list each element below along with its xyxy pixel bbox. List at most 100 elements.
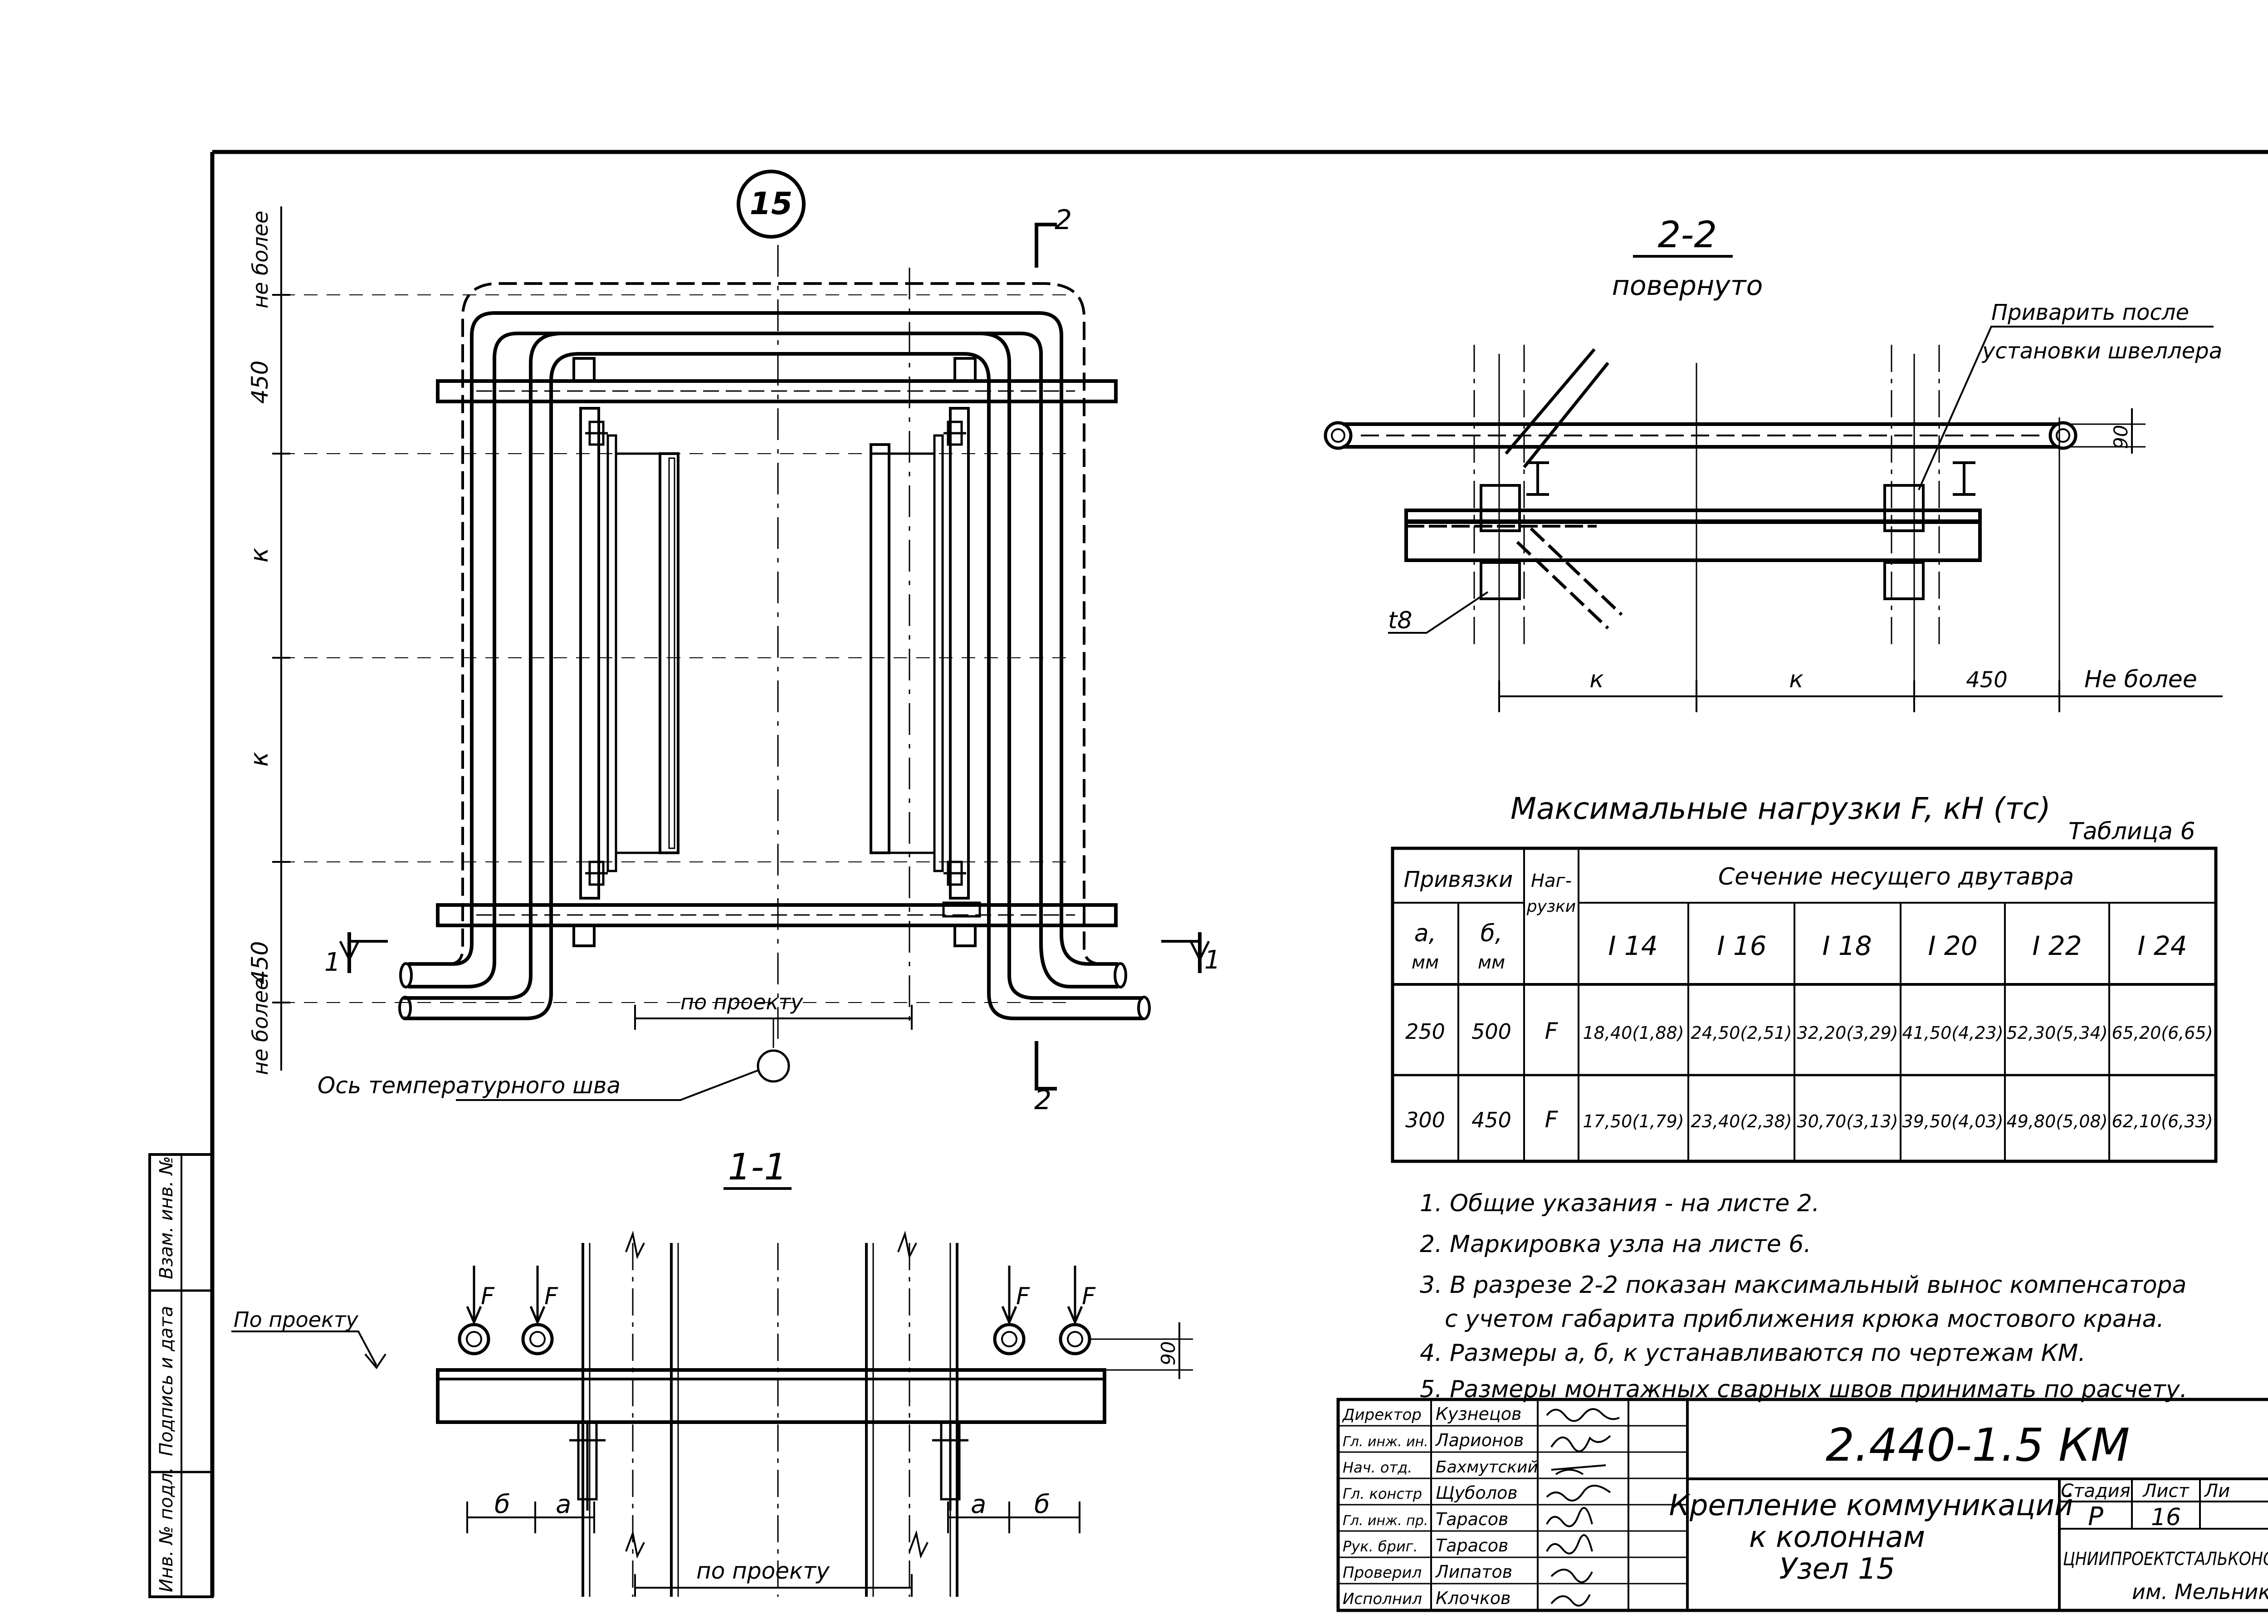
side-stamp: Взам. инв. № Подпись и дата Инв. № подл. [156,1156,177,1592]
tb-role-8: Исполнил [1343,1590,1422,1608]
note-3: 3. В разрезе 2-2 показан максимальный вы… [1420,1272,2186,1299]
row2-i14: 17,50(1,79) [1583,1111,1684,1131]
section-1-1-dim-a1: а [556,1490,571,1519]
tb-org-line1: ЦНИИПРОЕКТСТАЛЬКОНС [2063,1549,2268,1570]
plan-dim-ne-bolee-bottom: не более [248,977,273,1075]
plan-dim-k1: к [245,548,274,563]
plan-section-1-left: 1 [324,948,341,977]
plan-dim-450-bottom: 450 [247,941,273,984]
tb-role-7: Проверил [1343,1564,1422,1582]
tb-stage: Р [2088,1502,2103,1531]
tb-role-2: Гл. инж. ин. [1343,1434,1428,1450]
tb-name-6: Тарасов [1436,1536,1508,1556]
section-1-1-load-F3: F [1016,1283,1030,1310]
row2-b: 450 [1471,1108,1511,1132]
section-2-2-weld-note-1: Приварить после [1991,300,2189,325]
tb-role-1: Директор [1342,1406,1422,1424]
tb-h-stage: Стадия [2061,1481,2130,1502]
section-1-1-labels: 1-1 По проекту F F F F 90 б а а б по про… [234,1146,1179,1584]
section-2-2-dim-k1: к [1589,666,1604,693]
row1-b: 500 [1471,1019,1511,1044]
header-b-1: б, [1481,920,1503,947]
row2-i20: 39,50(4,03) [1902,1111,2003,1131]
section-1-1-dim-b2: б [1034,1490,1050,1519]
header-section-i14: I 14 [1608,930,1657,961]
plan-view [272,170,1210,1101]
header-sechenie: Сечение несущего двутавра [1718,863,2074,890]
tb-sheet: 16 [2151,1504,2181,1531]
tb-h-sheets: Ли [2204,1481,2230,1502]
tb-role-6: Рук. бриг. [1343,1538,1418,1555]
section-2-2-subtitle: повернуто [1612,270,1763,302]
note-3b: с учетом габарита приближения крюка мост… [1445,1306,2164,1333]
header-section-i18: I 18 [1822,930,1872,961]
section-1-1-po-proektu-left: По проекту [234,1307,359,1332]
tb-name-7: Липатов [1435,1562,1512,1582]
section-2-2-labels: 2-2 повернуто Приварить после установки … [1388,214,2222,693]
title-block-text: Директор Кузнецов Гл. инж. ин. Ларионов … [1342,1404,2268,1608]
tb-name-3: Бахмутский [1436,1458,1538,1477]
header-section-i16: I 16 [1717,930,1766,961]
node-badge-circle [737,170,806,239]
row1-i20: 41,50(4,23) [1902,1023,2003,1043]
side-stamp-inv: Инв. № подл. [156,1467,177,1592]
header-a-2: мм [1412,952,1439,973]
row2-i16: 23,40(2,38) [1691,1111,1792,1131]
header-nagruzki-2: рузки [1526,897,1576,916]
row2-a: 300 [1405,1108,1445,1132]
section-1-1-load-F2: F [544,1283,558,1310]
plan-section-2-bottom: 2 [1034,1084,1051,1116]
row1-i14: 18,40(1,88) [1583,1023,1684,1043]
load-table-title: Максимальные нагрузки F, кН (тс) [1510,791,2051,826]
plan-section-1-right: 1 [1204,945,1221,975]
plan-dim-ne-bolee-top: не более [248,210,273,308]
section-1-1-load-F1: F [481,1283,495,1310]
side-stamp-sign: Подпись и дата [156,1306,177,1456]
row1-i18: 32,20(3,29) [1797,1023,1898,1043]
plan-dim-k2: к [245,752,274,767]
row1-i22: 52,30(5,34) [2006,1023,2107,1043]
tb-name-line3: Узел 15 [1779,1552,1895,1586]
header-nagruzki-1: Наг- [1531,871,1572,891]
header-b-2: мм [1478,952,1505,973]
notes: 1. Общие указания - на листе 2. 2. Марки… [1420,1190,2187,1403]
load-table-text: Максимальные нагрузки F, кН (тс) Таблица… [1404,791,2213,1133]
axis-marker [757,1049,790,1083]
plan-po-proektu: по проекту [680,990,803,1014]
load-table-grid [1391,846,2218,1163]
header-section-i24: I 24 [2137,930,2187,961]
tb-role-3: Нач. отд. [1343,1459,1412,1476]
plan-labels: 15 2 2 1 1 450 не более к к 450 не более… [245,186,1221,1116]
plan-section-2-top: 2 [1055,204,1072,236]
tb-h-sheet: Лист [2142,1481,2190,1502]
section-1-1 [231,1187,1193,1597]
row2-load: F [1545,1106,1559,1133]
tb-name-1: Кузнецов [1436,1404,1521,1424]
tb-name-2: Ларионов [1435,1430,1524,1450]
tb-org-line2: им. Мельнико [2132,1580,2268,1604]
section-1-1-dim-a2: а [971,1490,986,1519]
plan-dim-450-top: 450 [247,361,273,404]
row2-i22: 49,80(5,08) [2006,1111,2107,1131]
tb-name-line2: к колоннам [1749,1521,1925,1554]
title-block-grid [1336,1398,2268,1612]
note-4: 4. Размеры а, б, к устанавливаются по че… [1420,1340,2086,1367]
section-1-1-dim-b1: б [494,1490,510,1519]
row2-i18: 30,70(3,13) [1797,1111,1898,1131]
row1-load: F [1545,1018,1559,1044]
side-stamp-zam: Взам. инв. № [156,1156,177,1279]
tb-role-4: Гл. констр [1343,1485,1422,1502]
row2-i24: 62,10(6,33) [2112,1111,2213,1131]
tb-name-8: Клочков [1436,1588,1511,1608]
note-2: 2. Маркировка узла на листе 6. [1420,1231,1811,1258]
section-2-2-dim-450: 450 [1966,667,2008,693]
tb-role-5: Гл. инж. пр. [1343,1513,1428,1529]
section-2-2-dim-k2: к [1789,666,1804,693]
node-badge-label: 15 [750,186,793,222]
section-2-2 [1324,255,2223,712]
load-table-label: Таблица 6 [2068,818,2195,845]
row1-a: 250 [1405,1019,1445,1044]
section-1-1-dim-90: 90 [1157,1341,1179,1365]
tb-name-5: Тарасов [1436,1509,1508,1529]
